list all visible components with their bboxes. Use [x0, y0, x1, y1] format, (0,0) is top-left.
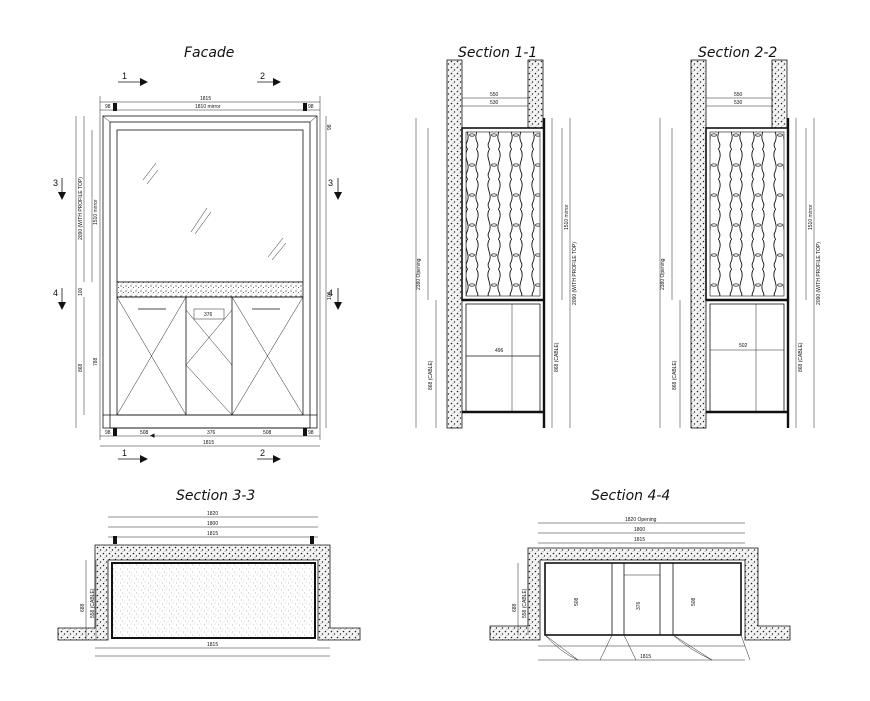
section-4-4-view: 1820 Opening 1800 1815 508 376 508 688 5…: [489, 517, 791, 661]
wall-left: [446, 59, 463, 429]
facade-level-mark: ◂: [150, 430, 155, 440]
svg-text:1510 mirror: 1510 mirror: [808, 204, 814, 230]
title-section-2-2: Section 2-2: [698, 45, 777, 61]
svg-text:558 (CABLE): 558 (CABLE): [522, 588, 528, 618]
svg-text:688: 688: [80, 603, 86, 612]
svg-text:550: 550: [490, 92, 499, 98]
svg-text:98: 98: [105, 104, 111, 110]
svg-text:100: 100: [327, 291, 333, 300]
section-2-2-view: 550 530 502 1510 mirror 2090 (WITH PROFI…: [659, 59, 822, 429]
decor-panel-2: [709, 131, 785, 297]
svg-text:376: 376: [204, 312, 213, 318]
facade-door-mid: 376: [207, 430, 216, 436]
svg-text:1815: 1815: [207, 531, 218, 537]
section-1-1-view: 550 530 496 1510 mirror 2090 (WITH PROFI…: [415, 59, 578, 429]
facade-profile-height: 2090 (WITH PROFILE TOP): [78, 177, 84, 240]
cut-marker-3-left: 3: [53, 178, 66, 200]
svg-text:550: 550: [734, 92, 743, 98]
s11-shelf-label: 496: [495, 348, 504, 354]
facade-cabinet-inner: 788: [93, 357, 99, 366]
svg-text:1815: 1815: [207, 642, 218, 648]
cut-marker-4-left: 4: [53, 288, 66, 310]
svg-text:3: 3: [53, 178, 58, 188]
facade-mirror-width: 1810 mirror: [195, 104, 221, 110]
svg-text:4: 4: [53, 288, 58, 298]
wall-top-right-2: [771, 59, 788, 129]
svg-text:558 (CABLE): 558 (CABLE): [90, 588, 96, 618]
title-section-1-1: Section 1-1: [458, 45, 537, 61]
s22-opening-label: 2380 Opening: [660, 258, 666, 290]
wall-top-right: [527, 59, 544, 129]
cut-marker-2-top: 2: [257, 71, 281, 86]
facade-cabinet-height: 868: [78, 363, 84, 372]
svg-text:868 (CABLE): 868 (CABLE): [554, 342, 560, 372]
plan-3-walls: [57, 544, 361, 641]
svg-text:868 (CABLE): 868 (CABLE): [428, 360, 434, 390]
plan-4-walls: [489, 547, 791, 641]
svg-text:530: 530: [734, 100, 743, 106]
svg-text:98: 98: [308, 430, 314, 436]
svg-text:868 (CABLE): 868 (CABLE): [798, 342, 804, 372]
cut-marker-1-bottom: 1: [118, 448, 148, 463]
svg-text:2: 2: [260, 71, 265, 81]
cut-marker-2-bottom: 2: [257, 448, 281, 463]
svg-text:4: 4: [328, 288, 333, 298]
cut-marker-4-right: 4: [328, 288, 342, 310]
svg-text:98: 98: [327, 124, 333, 130]
svg-text:868 (CABLE): 868 (CABLE): [672, 360, 678, 390]
svg-text:98: 98: [105, 430, 111, 436]
svg-text:100: 100: [78, 287, 84, 296]
facade-view: 1 2 1 2 3 3: [53, 71, 342, 463]
svg-text:688: 688: [512, 603, 518, 612]
svg-text:1510 mirror: 1510 mirror: [564, 204, 570, 230]
svg-text:2090 (WITH PROFILE TOP): 2090 (WITH PROFILE TOP): [572, 242, 578, 305]
s22-shelf-label: 502: [739, 343, 748, 349]
svg-text:1815: 1815: [634, 537, 645, 543]
facade-bottom-total: 1815: [203, 440, 214, 446]
title-section-4-4: Section 4-4: [591, 488, 670, 504]
s11-opening-label: 2380 Opening: [416, 258, 422, 290]
wall-left-2: [690, 59, 707, 429]
svg-text:1800: 1800: [207, 521, 218, 527]
svg-text:98: 98: [308, 104, 314, 110]
svg-text:2: 2: [260, 448, 265, 458]
svg-text:1820: 1820: [207, 511, 218, 517]
cut-marker-1-top: 1: [118, 71, 148, 86]
svg-text:1: 1: [122, 448, 127, 458]
plan-4-bottom: 1815: [640, 654, 651, 660]
facade-mirror-height: 1510 mirror: [93, 199, 99, 225]
svg-text:3: 3: [328, 178, 333, 188]
svg-text:508: 508: [574, 597, 580, 606]
section-3-3-view: 1820 1800 1815 688 558 (CABLE) 1815: [57, 511, 361, 657]
svg-text:530: 530: [490, 100, 499, 106]
plan-4-opening: 1820 Opening: [625, 517, 657, 523]
cut-marker-3-right: 3: [328, 178, 342, 200]
svg-text:508: 508: [691, 597, 697, 606]
title-facade: Facade: [184, 45, 234, 61]
facade-countertop: [116, 281, 304, 298]
svg-text:2090 (WITH PROFILE TOP): 2090 (WITH PROFILE TOP): [816, 242, 822, 305]
decor-panel-1: [465, 131, 541, 297]
svg-text:1: 1: [122, 71, 127, 81]
title-section-3-3: Section 3-3: [176, 488, 255, 504]
plan-3-countertop: [111, 562, 316, 639]
facade-door-right: 508: [263, 430, 272, 436]
facade-door-left: 508: [140, 430, 149, 436]
mirror-glare-lines: [142, 162, 287, 261]
facade-overall-width: 1815: [200, 96, 211, 102]
svg-text:1800: 1800: [634, 527, 645, 533]
svg-text:376: 376: [636, 601, 642, 610]
